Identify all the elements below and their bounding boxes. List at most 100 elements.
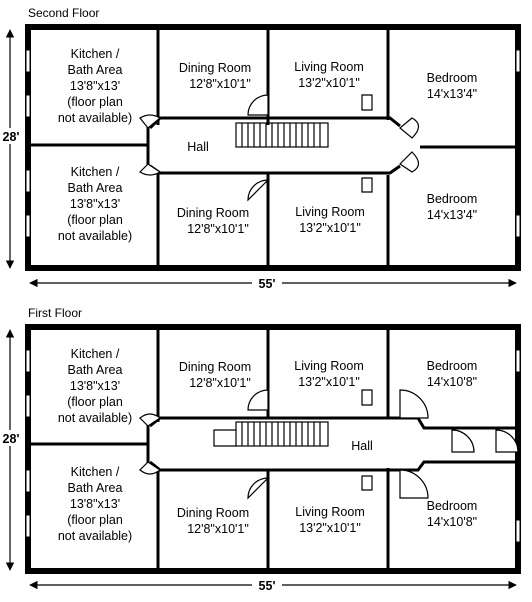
room-label-bedroom-top: Bedroom 14'x10'8" — [427, 359, 478, 389]
room-label-living-bottom: Living Room 13'2"x10'1" — [295, 505, 364, 535]
window — [25, 469, 31, 493]
room-label-kitchen-top: Kitchen / Bath Area 13'8"x13' (floor pla… — [58, 347, 132, 425]
door — [247, 477, 270, 500]
svg-text:Bath Area: Bath Area — [68, 63, 123, 77]
door — [399, 469, 429, 499]
svg-text:(floor plan: (floor plan — [67, 513, 123, 527]
svg-text:not available): not available) — [58, 529, 132, 543]
svg-text:13'8"x13': 13'8"x13' — [70, 79, 120, 93]
height-dimension-label: 28' — [3, 432, 20, 446]
room-label-living-top: Living Room 13'2"x10'1" — [294, 359, 363, 389]
door — [361, 94, 373, 111]
second-floor-title: Second Floor — [28, 6, 99, 20]
room-label-kitchen-bottom: Kitchen / Bath Area 13'8"x13' (floor pla… — [58, 165, 132, 243]
svg-text:(floor plan: (floor plan — [67, 395, 123, 409]
window — [25, 349, 31, 373]
svg-text:13'8"x13': 13'8"x13' — [70, 197, 120, 211]
window — [25, 214, 31, 238]
door — [139, 163, 162, 176]
svg-text:14'x10'8": 14'x10'8" — [427, 515, 477, 529]
svg-text:Bedroom: Bedroom — [427, 192, 478, 206]
svg-text:12'8"x10'1": 12'8"x10'1" — [189, 77, 251, 91]
window — [25, 49, 31, 73]
svg-text:not available): not available) — [58, 411, 132, 425]
room-label-dining-top: Dining Room 12'8"x10'1" — [179, 61, 251, 91]
door — [451, 429, 475, 453]
window — [432, 568, 474, 574]
height-dimension-label: 28' — [3, 130, 20, 144]
svg-text:(floor plan: (floor plan — [67, 95, 123, 109]
staircase — [213, 421, 329, 447]
svg-text:13'2"x10'1": 13'2"x10'1" — [298, 76, 360, 90]
window — [432, 24, 474, 30]
window — [68, 568, 118, 574]
room-label-bedroom-bottom: Bedroom 14'x10'8" — [427, 499, 478, 529]
door — [139, 413, 162, 427]
window — [25, 169, 31, 193]
second-floor-plan: Second Floor — [0, 6, 521, 291]
hall-label: Hall — [351, 439, 373, 453]
svg-text:Bedroom: Bedroom — [427, 71, 478, 85]
door — [139, 461, 162, 475]
door — [139, 114, 162, 129]
first-floor-plan: First Floor — [0, 306, 521, 593]
svg-text:Dining Room: Dining Room — [177, 206, 249, 220]
svg-text:Bath Area: Bath Area — [68, 481, 123, 495]
window — [515, 49, 521, 73]
svg-text:Bedroom: Bedroom — [427, 359, 478, 373]
svg-text:13'2"x10'1": 13'2"x10'1" — [298, 375, 360, 389]
room-label-living-top: Living Room 13'2"x10'1" — [294, 60, 363, 90]
door — [247, 389, 269, 411]
svg-text:Living Room: Living Room — [294, 359, 363, 373]
svg-text:Bath Area: Bath Area — [68, 363, 123, 377]
staircase — [235, 122, 329, 148]
door — [399, 389, 429, 419]
window — [432, 324, 474, 330]
window — [432, 265, 474, 271]
svg-text:Living Room: Living Room — [295, 505, 364, 519]
width-dimension-label: 55' — [259, 277, 276, 291]
door — [247, 179, 270, 202]
svg-text:Bath Area: Bath Area — [68, 181, 123, 195]
svg-text:Dining Room: Dining Room — [179, 360, 251, 374]
svg-text:Dining Room: Dining Room — [179, 61, 251, 75]
svg-text:14'x13'4": 14'x13'4" — [427, 208, 477, 222]
svg-text:14'x13'4": 14'x13'4" — [427, 87, 477, 101]
room-label-bedroom-top: Bedroom 14'x13'4" — [427, 71, 478, 101]
door — [361, 389, 373, 406]
svg-text:Bedroom: Bedroom — [427, 499, 478, 513]
window — [515, 519, 521, 543]
room-label-living-bottom: Living Room 13'2"x10'1" — [295, 205, 364, 235]
window — [68, 265, 118, 271]
window — [515, 349, 521, 373]
door — [361, 475, 373, 491]
room-label-bedroom-bottom: Bedroom 14'x13'4" — [427, 192, 478, 222]
svg-text:Living Room: Living Room — [295, 205, 364, 219]
svg-text:(floor plan: (floor plan — [67, 213, 123, 227]
svg-text:12'8"x10'1": 12'8"x10'1" — [187, 522, 249, 536]
svg-text:Living Room: Living Room — [294, 60, 363, 74]
svg-text:12'8"x10'1": 12'8"x10'1" — [189, 376, 251, 390]
window — [25, 394, 31, 418]
svg-text:Kitchen /: Kitchen / — [71, 165, 120, 179]
door — [495, 429, 519, 453]
room-label-kitchen-top: Kitchen / Bath Area 13'8"x13' (floor pla… — [58, 47, 132, 125]
door — [399, 117, 420, 139]
svg-text:14'x10'8": 14'x10'8" — [427, 375, 477, 389]
door — [247, 94, 269, 116]
first-floor-title: First Floor — [28, 306, 82, 320]
room-label-dining-bottom: Dining Room 12'8"x10'1" — [177, 206, 249, 236]
svg-text:not available): not available) — [58, 111, 132, 125]
width-dimension-label: 55' — [259, 579, 276, 593]
svg-text:Kitchen /: Kitchen / — [71, 347, 120, 361]
window — [68, 24, 118, 30]
door — [399, 151, 420, 173]
window — [25, 514, 31, 538]
svg-text:Kitchen /: Kitchen / — [71, 465, 120, 479]
svg-text:not available): not available) — [58, 229, 132, 243]
window — [515, 214, 521, 238]
hall-label: Hall — [187, 140, 209, 154]
room-label-dining-top: Dining Room 12'8"x10'1" — [179, 360, 251, 390]
window — [25, 94, 31, 118]
